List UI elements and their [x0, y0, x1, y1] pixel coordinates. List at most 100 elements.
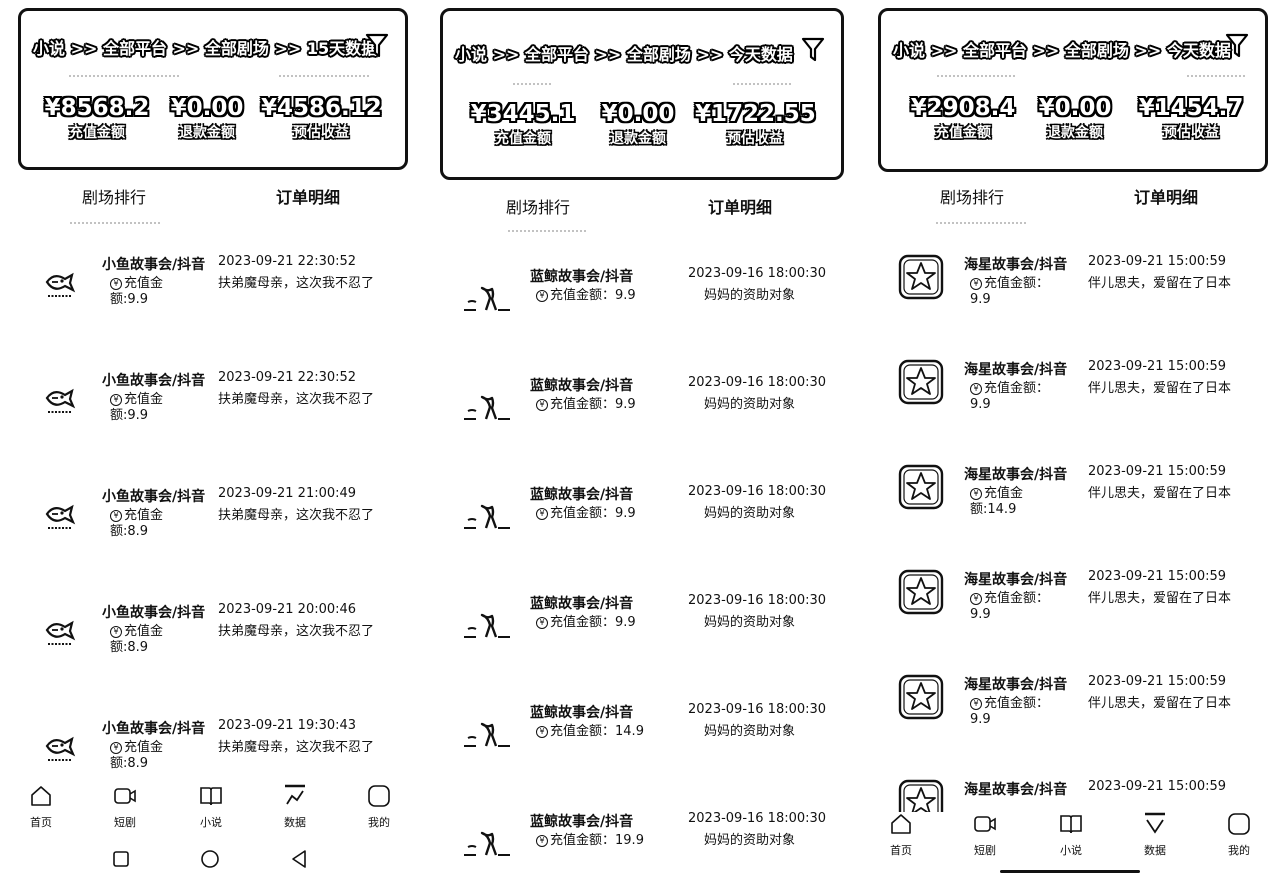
amount-label: 充值金额： — [984, 381, 1050, 396]
amount-value: 9.9 — [970, 712, 991, 727]
amount-label: 充值金额： — [984, 276, 1050, 291]
order-time: 2023-09-16 18:00:30 — [688, 375, 827, 390]
theater-name: 蓝鲸故事会/抖音 — [530, 378, 634, 394]
drama-title: 妈妈的资助对象 — [704, 506, 796, 521]
nav-label: 短剧 — [114, 816, 136, 829]
amount-label: 充值金额: — [970, 486, 1024, 517]
summary-card: 小说 >> 全部平台 >> 全部剧场 >> 15天数据 ¥8568.2 充值金额… — [18, 8, 408, 170]
amount-value: 9.9 — [615, 288, 636, 303]
tab-theater-ranking[interactable]: 剧场排行 — [506, 198, 571, 217]
starfish-logo — [898, 674, 944, 724]
recharge-amount: ¥充值金额:9.9 — [110, 276, 190, 308]
order-time: 2023-09-21 21:00:49 — [218, 486, 357, 501]
tab-order-details[interactable]: 订单明细 — [276, 188, 341, 207]
amount-label: 充值金额： — [984, 591, 1050, 606]
theater-name: 海星故事会/抖音 — [964, 677, 1068, 693]
tab-order-details[interactable]: 订单明细 — [1134, 188, 1199, 207]
square-recent-icon[interactable] — [112, 850, 130, 868]
nav-label: 首页 — [30, 816, 52, 829]
amount-value: 14.9 — [987, 502, 1017, 517]
order-time: 2023-09-21 22:30:52 — [218, 370, 357, 385]
amount-label: 充值金额： — [550, 833, 616, 848]
funnel-icon[interactable] — [801, 37, 825, 63]
recharge-amount: ¥充值金额:8.9 — [110, 740, 190, 772]
order-time: 2023-09-21 19:30:43 — [218, 718, 357, 733]
home-icon — [891, 814, 911, 834]
nav-novel[interactable]: 小说 — [186, 784, 236, 830]
stat-income: ¥4586.12 预估收益 — [261, 95, 382, 142]
tab-order-details[interactable]: 订单明细 — [708, 198, 773, 217]
funnel-icon[interactable] — [365, 33, 389, 59]
funnel-icon[interactable] — [1225, 33, 1249, 59]
recharge-amount: ¥充值金额：9.9 — [536, 397, 696, 413]
drama-title: 妈妈的资助对象 — [704, 724, 796, 739]
stat-value: ¥0.00 — [170, 95, 244, 121]
stat-value: ¥1454.7 — [1138, 95, 1244, 121]
recharge-amount: ¥充值金额:8.9 — [110, 508, 190, 540]
stat-label: 预估收益 — [293, 125, 349, 141]
yuan-coin-icon: ¥ — [110, 394, 122, 406]
redacted-line — [508, 230, 588, 232]
triangle-back-icon[interactable] — [290, 849, 308, 869]
starfish-logo — [898, 359, 944, 409]
stat-label: 退款金额 — [1047, 125, 1103, 141]
recharge-amount: ¥充值金额：9.9 — [536, 288, 696, 304]
book-icon — [1060, 815, 1082, 834]
nav-label: 首页 — [890, 844, 912, 857]
theater-name: 小鱼故事会/抖音 — [102, 373, 206, 389]
drama-title: 扶弟魔母亲，这次我不忍了 — [218, 740, 375, 755]
recharge-amount: ¥充值金额：9.9 — [970, 381, 1060, 413]
summary-card: 小说 >> 全部平台 >> 全部剧场 >> 今天数据 ¥2908.4 充值金额 … — [878, 8, 1268, 172]
whale-logo — [462, 502, 512, 536]
nav-home[interactable]: 首页 — [876, 812, 926, 858]
tab-theater-ranking[interactable]: 剧场排行 — [940, 188, 1005, 207]
order-time: 2023-09-21 20:00:46 — [218, 602, 357, 617]
order-time: 2023-09-16 18:00:30 — [688, 484, 827, 499]
breadcrumb[interactable]: 小说 >> 全部平台 >> 全部剧场 >> 15天数据 — [33, 39, 378, 58]
nav-mine[interactable]: 我的 — [354, 784, 404, 830]
nav-mine[interactable]: 我的 — [1214, 812, 1264, 858]
drama-title: 伴儿思夫，爱留在了日本 — [1088, 486, 1232, 501]
theater-name: 蓝鲸故事会/抖音 — [530, 596, 634, 612]
nav-home[interactable]: 首页 — [16, 784, 66, 830]
chart-icon — [1145, 812, 1165, 834]
nav-novel[interactable]: 小说 — [1046, 812, 1096, 858]
nav-short-drama[interactable]: 短剧 — [100, 784, 150, 830]
amount-label: 充值金额: — [110, 392, 164, 423]
profile-icon — [368, 785, 390, 807]
redacted-line — [69, 75, 179, 77]
stat-label: 预估收益 — [727, 131, 783, 147]
breadcrumb[interactable]: 小说 >> 全部平台 >> 全部剧场 >> 今天数据 — [893, 41, 1231, 60]
bottom-nav: 首页 短剧 小说 数据 我的 — [0, 784, 420, 834]
tab-theater-ranking[interactable]: 剧场排行 — [82, 188, 147, 207]
circle-home-icon[interactable] — [200, 849, 220, 869]
breadcrumb[interactable]: 小说 >> 全部平台 >> 全部剧场 >> 今天数据 — [455, 45, 793, 64]
video-icon — [114, 788, 136, 804]
nav-data[interactable]: 数据 — [270, 784, 320, 830]
stat-label: 充值金额 — [69, 125, 125, 141]
nav-short-drama[interactable]: 短剧 — [960, 812, 1010, 858]
nav-data[interactable]: 数据 — [1130, 812, 1180, 858]
order-time: 2023-09-16 18:00:30 — [688, 702, 827, 717]
whale-logo — [462, 284, 512, 318]
stat-label: 充值金额 — [935, 125, 991, 141]
stat-value: ¥3445.1 — [470, 101, 576, 127]
redacted-line — [936, 222, 1026, 224]
